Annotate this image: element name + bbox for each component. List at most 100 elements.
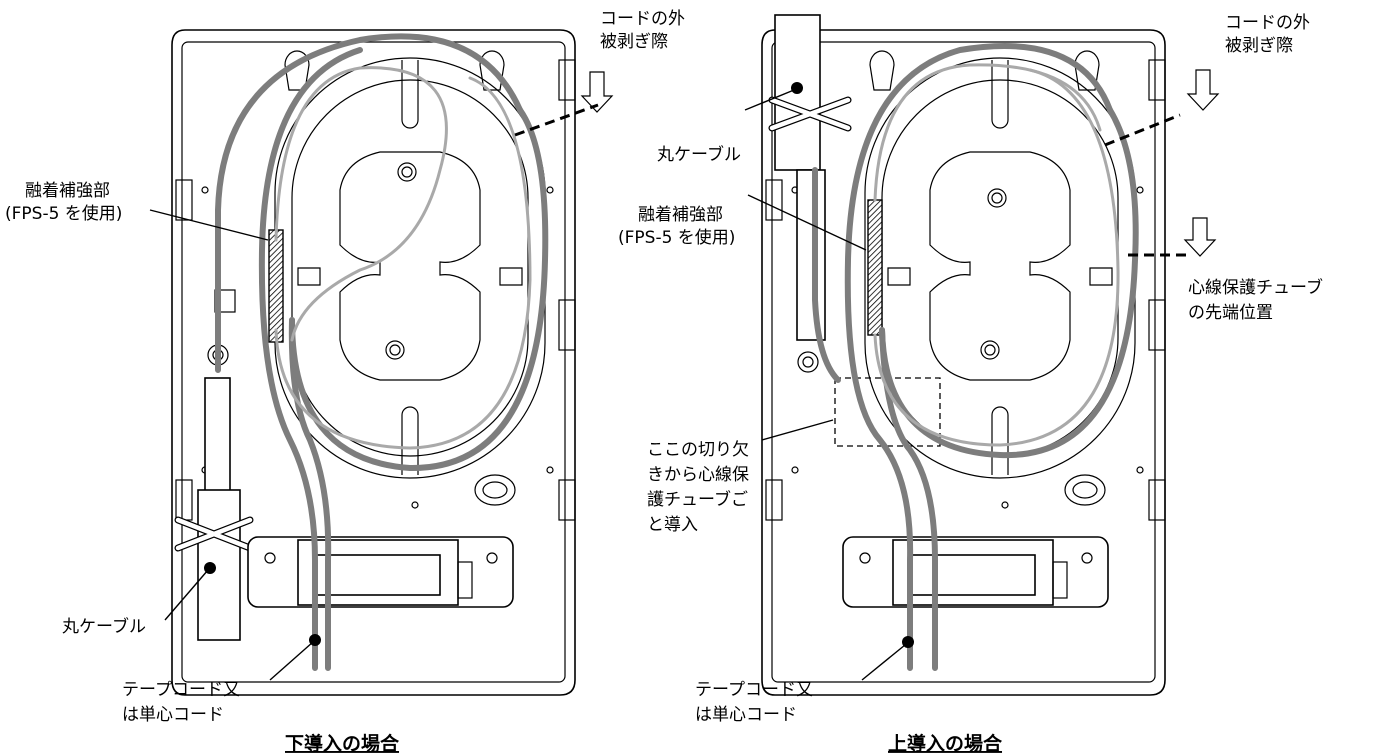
right-tape-cord-leader xyxy=(861,644,906,681)
left-connector-hole xyxy=(264,552,276,564)
left-screw xyxy=(401,166,413,178)
right-side-tab xyxy=(765,179,783,221)
right-cord xyxy=(844,43,1113,671)
left-screw xyxy=(389,344,401,356)
right-strip-line xyxy=(1104,113,1181,147)
right-strip-label: 被剥ぎ際 xyxy=(1225,36,1293,56)
left-latch xyxy=(297,267,321,286)
left-tape-cord-label: テープコード又 xyxy=(122,680,240,700)
right-screw xyxy=(980,340,1000,360)
right-slot xyxy=(991,60,1009,129)
right-latch xyxy=(1089,267,1113,286)
left-connector-inner xyxy=(314,554,441,596)
left-keyhole xyxy=(284,50,310,91)
left-side-tab xyxy=(175,179,193,221)
right-round-cable-dot xyxy=(791,82,803,94)
right-splice-label: 融着補強部 xyxy=(638,205,723,225)
left-slot xyxy=(401,406,419,475)
right-screw xyxy=(991,192,1003,204)
right-splice-label: (FPS-5 を使用) xyxy=(618,227,735,248)
left-hole xyxy=(546,186,554,194)
right-side-tab xyxy=(1148,59,1166,101)
left-fiber xyxy=(274,66,448,342)
left-oval-hole xyxy=(474,474,516,506)
right-panel-title: 上導入の場合 xyxy=(888,732,1003,755)
left-splice-sleeve xyxy=(268,229,284,343)
left-side-tab xyxy=(558,479,576,521)
left-round-cable-leader xyxy=(164,569,209,621)
right-tube-tip-label: 心線保護チューブ xyxy=(1188,277,1323,298)
right-round-cable-leader xyxy=(744,89,795,111)
left-hole xyxy=(411,501,419,509)
left-tape-cord-dot xyxy=(309,634,321,646)
left-cord xyxy=(215,33,523,373)
right-connector-inner xyxy=(909,554,1036,596)
left-cable-tie xyxy=(175,517,253,551)
right-panel: コードの外 被剥ぎ際 丸ケーブル 融着補強部 (FPS-5 を使用) 心線保護チ… xyxy=(618,13,1323,755)
right-round-cable-label: 丸ケーブル xyxy=(657,144,741,165)
right-connector-hole xyxy=(859,552,871,564)
left-strip-line xyxy=(514,103,599,137)
left-side-tab xyxy=(558,299,576,351)
left-round-cable xyxy=(197,489,241,641)
right-cable-tie xyxy=(769,97,851,131)
left-latch xyxy=(499,267,523,286)
right-tape-cord-label: は単心コード xyxy=(695,705,797,725)
right-keyhole xyxy=(1074,50,1100,91)
left-center-holder xyxy=(339,151,481,381)
right-round-cable-tube xyxy=(796,169,826,341)
left-splice-label: 融着補強部 xyxy=(25,181,110,201)
right-keyhole xyxy=(869,50,895,91)
right-strip-arrow-icon xyxy=(1186,69,1220,111)
left-fiber xyxy=(274,76,532,450)
left-strip-label: コードの外 xyxy=(600,9,685,29)
right-side-tab xyxy=(1148,299,1166,351)
right-notch-label: きから心線保 xyxy=(647,465,749,485)
right-cord xyxy=(812,167,841,383)
right-splice-sleeve xyxy=(867,199,883,336)
right-strip-label: コードの外 xyxy=(1225,13,1310,33)
right-splice-leader xyxy=(747,194,867,251)
right-fiber xyxy=(873,63,1102,202)
left-panel: コードの外 被剥ぎ際 融着補強部 (FPS-5 を使用) 丸ケーブル テープコー… xyxy=(5,9,685,755)
right-hole xyxy=(1136,466,1144,474)
left-round-cable-tube xyxy=(204,377,231,492)
right-side-tab xyxy=(765,479,783,521)
right-screw xyxy=(987,188,1007,208)
right-notch-label: ここの切り欠 xyxy=(647,440,749,460)
left-side-tab xyxy=(558,59,576,101)
right-connector-latch xyxy=(1052,561,1068,599)
right-latch xyxy=(887,267,911,286)
right-side-tab xyxy=(1148,479,1166,521)
right-notch-label: 護チューブご xyxy=(647,489,748,510)
right-center-holder xyxy=(929,151,1071,381)
left-strip-label: 被剥ぎ際 xyxy=(600,32,668,52)
right-slot xyxy=(991,406,1009,475)
left-connector-latch xyxy=(457,561,473,599)
right-tray-body xyxy=(761,29,1166,696)
left-screw xyxy=(397,162,417,182)
right-notch-label: と導入 xyxy=(647,515,698,535)
left-tape-cord-label: は単心コード xyxy=(122,705,224,725)
right-cord xyxy=(879,327,938,671)
left-connector-hole xyxy=(486,552,498,564)
right-fiber xyxy=(873,68,1120,447)
right-hole xyxy=(791,466,799,474)
right-tube-tip-label: の先端位置 xyxy=(1188,303,1273,323)
left-panel-title: 下導入の場合 xyxy=(285,732,400,755)
right-tape-cord-dot xyxy=(902,636,914,648)
left-round-cable-label: 丸ケーブル xyxy=(62,616,146,637)
left-tray-inner xyxy=(181,41,566,683)
right-connector-hole xyxy=(1081,552,1093,564)
left-slot xyxy=(401,60,419,129)
left-cord xyxy=(258,47,363,671)
right-clamp-screw xyxy=(797,351,819,373)
left-screw xyxy=(385,340,405,360)
right-clamp-screw xyxy=(802,356,814,368)
left-splice-label: (FPS-5 を使用) xyxy=(5,203,122,224)
right-notch-leader xyxy=(761,419,834,441)
right-tray-inner xyxy=(771,41,1156,683)
left-splice-leader xyxy=(149,209,269,241)
left-strip-arrow-icon xyxy=(580,71,614,113)
